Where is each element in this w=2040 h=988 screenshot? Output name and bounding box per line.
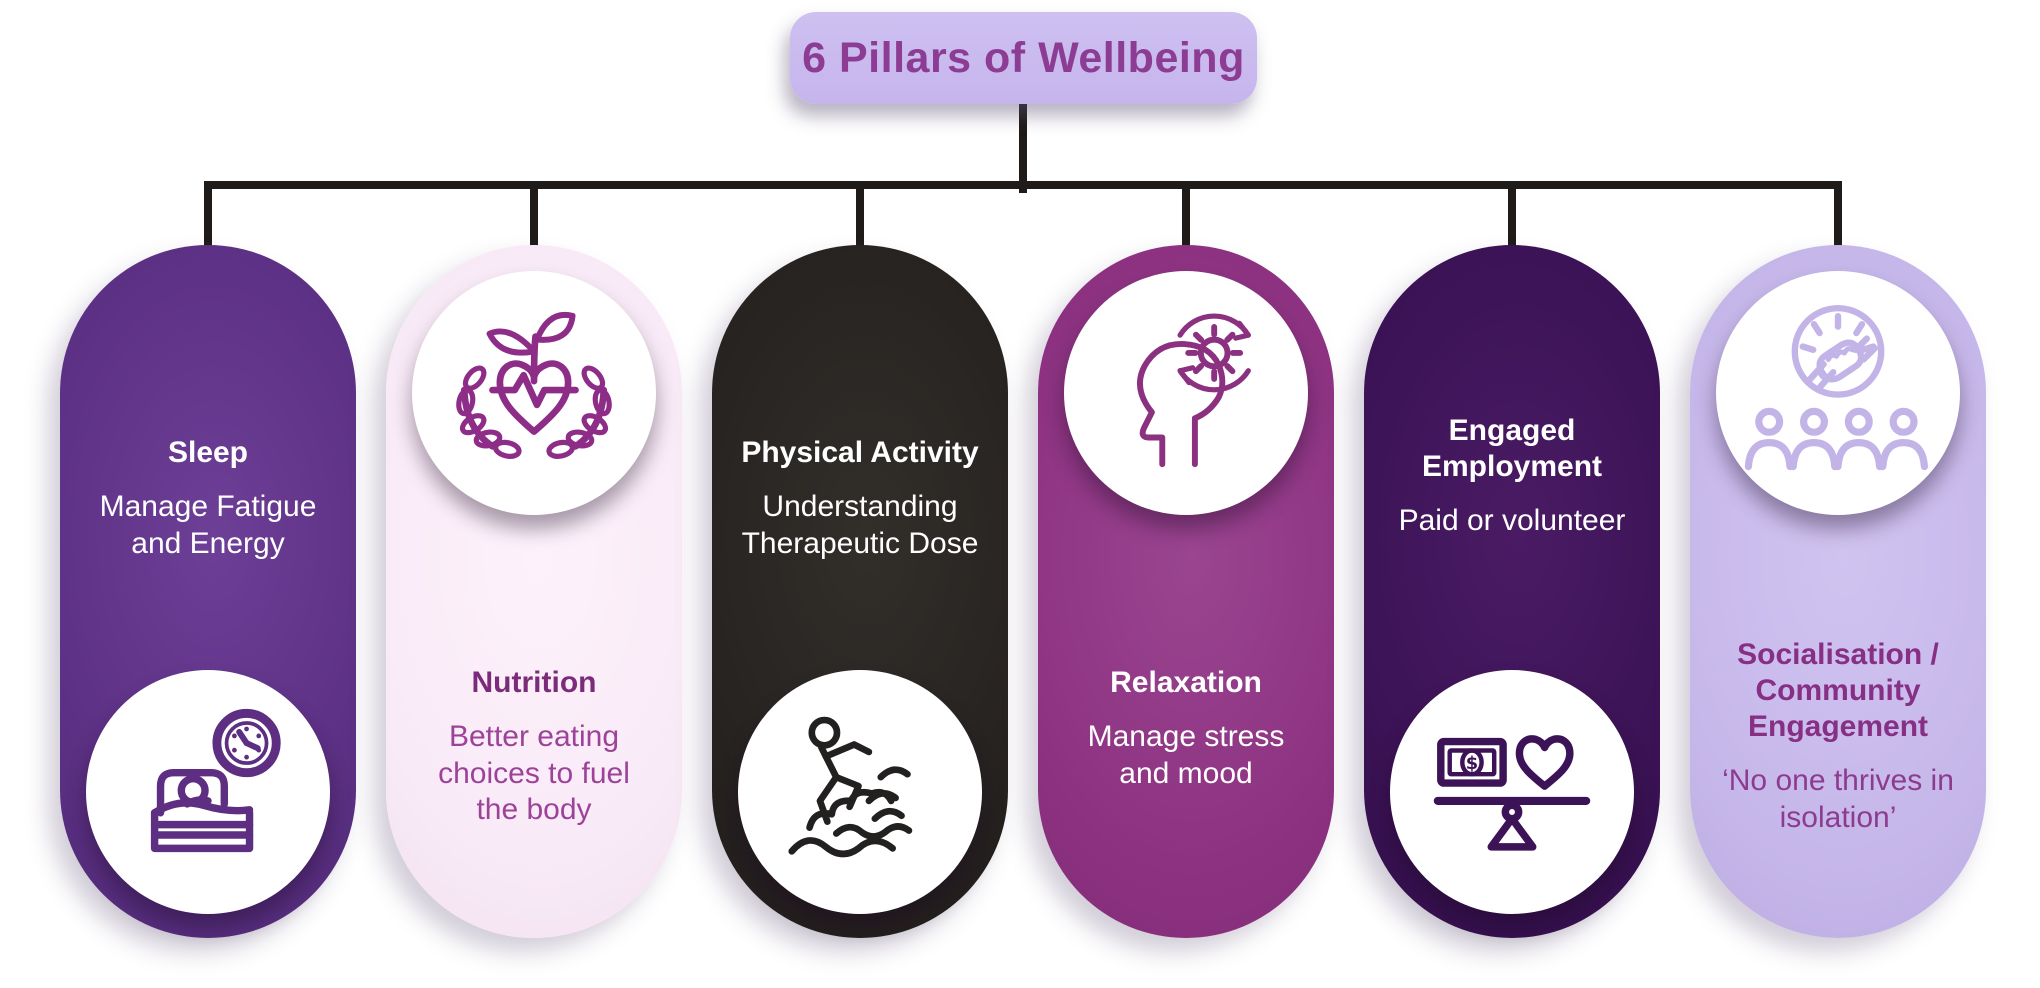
pillar-title: Socialisation / Community Engagement (1737, 638, 1939, 743)
pillar-subtitle: Manage stress and mood (1087, 720, 1285, 790)
person-climbing-clouds-icon (788, 716, 913, 858)
pillar-sleep: Sleep Manage Fatigue and Energy (60, 245, 356, 938)
pillar-title: Physical Activity (741, 436, 979, 469)
icon-circle (738, 670, 982, 914)
pillar-nutrition: Nutrition Better eating choices to fuel … (386, 245, 682, 938)
pillar-relaxation: Relaxation Manage stress and mood (1038, 245, 1334, 938)
icon-circle (1064, 271, 1308, 515)
head-gear-icon (1136, 313, 1251, 468)
pillar-title: Relaxation (1110, 666, 1262, 699)
pillar-engaged-employment: Engaged Employment Paid or volunteer $ (1364, 245, 1660, 938)
heart-sprout-laurel-icon (456, 311, 612, 459)
icon-circle (412, 271, 656, 515)
infographic-title: 6 Pillars of Wellbeing (802, 33, 1245, 82)
pillar-title: Sleep (167, 436, 249, 469)
bed-clock-icon (150, 708, 281, 853)
pillar-subtitle: ‘No one thrives in isolation’ (1722, 764, 1954, 834)
pillar-subtitle: Better eating choices to fuel the body (438, 720, 630, 827)
pillar-subtitle: Understanding Therapeutic Dose (741, 490, 979, 560)
title-box: 6 Pillars of Wellbeing (790, 12, 1257, 104)
pillar-socialisation: Socialisation / Community Engagement ‘No… (1690, 245, 1986, 938)
handshake-community-icon (1744, 305, 1928, 471)
icon-circle (1716, 271, 1960, 515)
svg-text:$: $ (1466, 753, 1478, 774)
pillar-subtitle: Manage Fatigue and Energy (99, 490, 317, 560)
money-heart-balance-icon: $ (1433, 735, 1591, 851)
pillar-title: Engaged Employment (1421, 414, 1603, 483)
icon-circle (86, 670, 330, 914)
pillar-physical-activity: Physical Activity Understanding Therapeu… (712, 245, 1008, 938)
pillar-subtitle: Paid or volunteer (1398, 504, 1626, 537)
pillar-title: Nutrition (471, 666, 597, 699)
icon-circle: $ (1390, 670, 1634, 914)
